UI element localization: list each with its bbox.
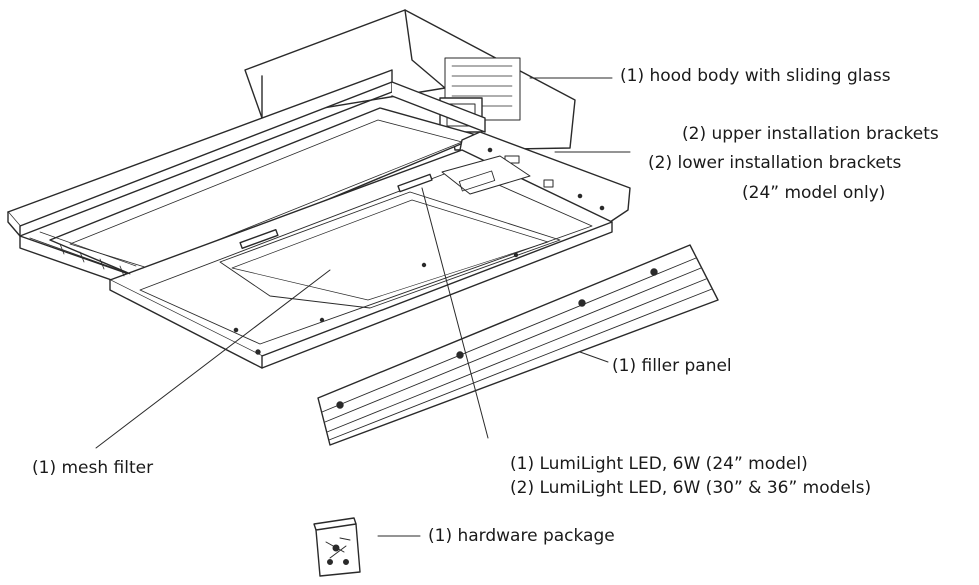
label-hardware-package: (1) hardware package xyxy=(428,526,615,546)
label-led-24: (1) LumiLight LED, 6W (24” model) xyxy=(510,454,808,474)
label-hood-body: (1) hood body with sliding glass xyxy=(620,66,891,86)
label-upper-brackets: (2) upper installation brackets xyxy=(682,124,939,144)
filler-panel-illustration xyxy=(317,244,719,446)
leader-filler-panel xyxy=(579,351,609,363)
label-mesh-filter: (1) mesh filter xyxy=(32,458,154,478)
hardware-package-icon xyxy=(313,517,361,577)
leader-mesh-filter xyxy=(95,269,331,449)
label-lower-brackets-note: (24” model only) xyxy=(742,183,886,203)
label-led-30-36: (2) LumiLight LED, 6W (30” & 36” models) xyxy=(510,478,872,498)
leader-led xyxy=(421,187,489,439)
label-lower-brackets: (2) lower installation brackets xyxy=(648,153,902,173)
hood-body-illustration xyxy=(7,9,631,369)
label-filler-panel: (1) filler panel xyxy=(612,356,732,376)
leader-lines xyxy=(95,77,631,537)
